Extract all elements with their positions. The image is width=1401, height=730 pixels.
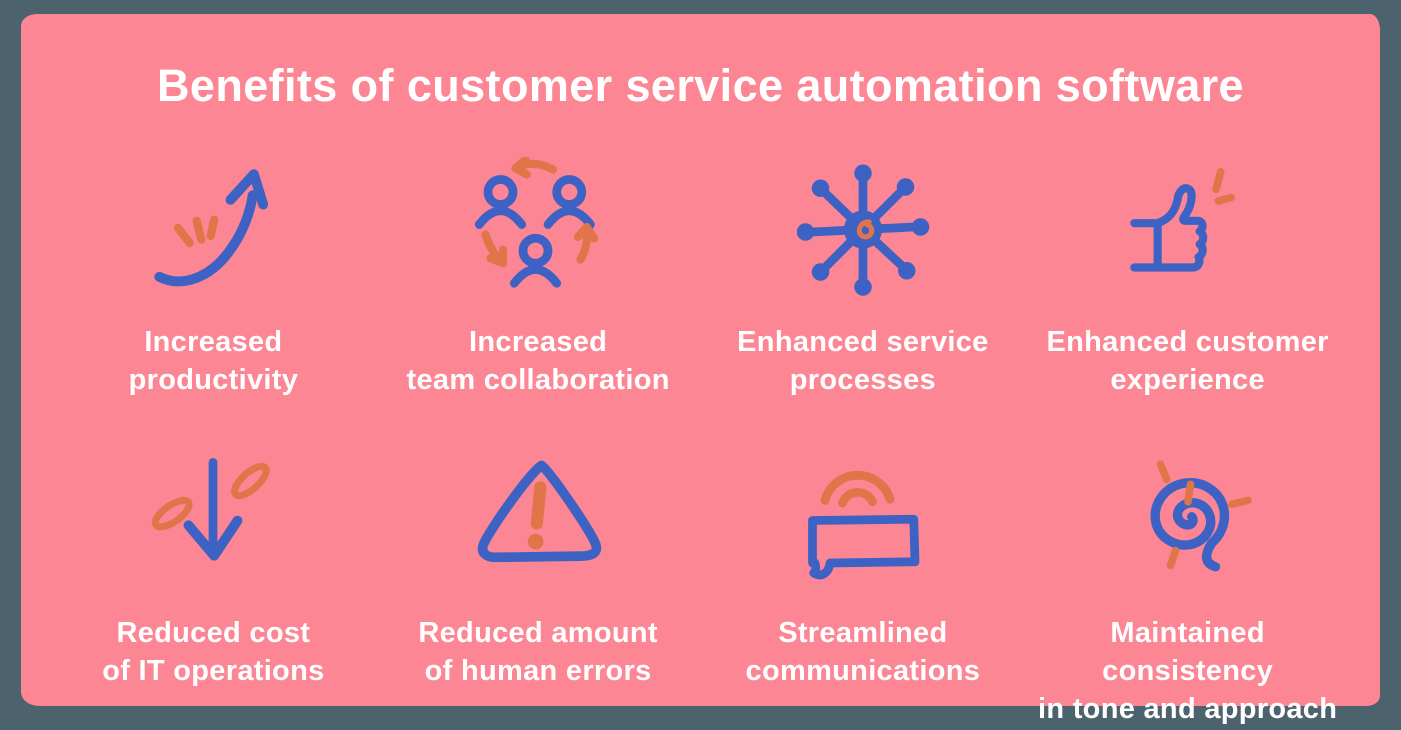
benefit-consistency: Maintained consistency in tone and appro…: [1025, 447, 1350, 728]
infographic-card: Benefits of customer service automation …: [21, 14, 1380, 725]
benefit-service-processes: Enhanced service processes: [701, 156, 1026, 399]
benefit-label: Reduced amount of human errors: [418, 617, 658, 688]
team-collaboration-icon: [475, 157, 599, 288]
network-hub-icon: [796, 164, 930, 296]
benefit-label: Increased productivity: [128, 326, 299, 396]
benefit-label: Reduced cost of IT operations: [102, 617, 325, 688]
speech-bubble-icon: [808, 471, 920, 580]
benefit-reduced-cost: Reduced cost of IT operations: [51, 447, 376, 728]
benefit-human-errors: Reduced amount of human errors: [376, 447, 701, 728]
benefit-increased-productivity: Increased productivity: [51, 156, 376, 399]
down-arrow-coins-icon: [152, 458, 270, 561]
growth-arrow-icon: [154, 168, 269, 286]
benefit-customer-experience: Enhanced customer experience: [1025, 156, 1350, 399]
benefit-team-collaboration: Increased team collaboration: [376, 156, 701, 399]
warning-triangle-icon: [477, 460, 602, 563]
benefit-label: Increased team collaboration: [406, 326, 670, 396]
page-title: Benefits of customer service automation …: [157, 60, 1244, 111]
benefit-label: Streamlined communications: [745, 617, 981, 688]
benefit-label: Maintained consistency in tone and appro…: [1038, 617, 1338, 725]
benefits-grid: Increased productivity: [21, 156, 1380, 728]
benefit-label: Enhanced customer experience: [1046, 326, 1329, 396]
thumbs-up-icon: [1129, 167, 1235, 272]
benefit-streamlined-communications: Streamlined communications: [701, 447, 1026, 728]
spiral-icon: [1150, 460, 1252, 572]
benefit-label: Enhanced service processes: [737, 326, 989, 396]
